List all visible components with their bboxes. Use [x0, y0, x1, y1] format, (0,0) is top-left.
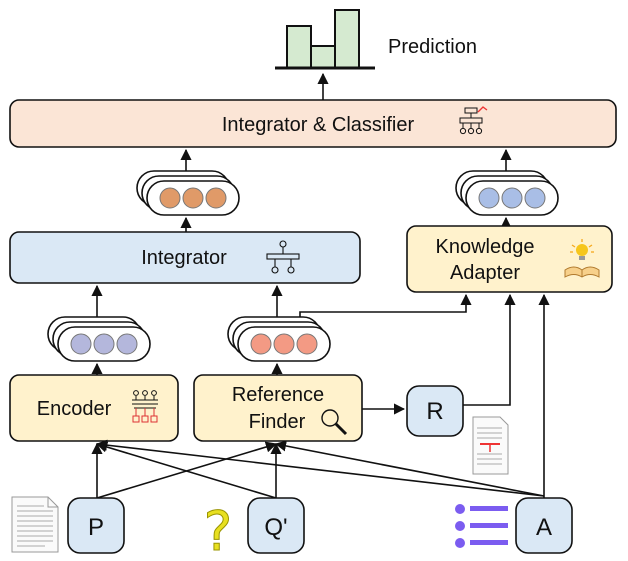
prediction-label: Prediction [388, 36, 477, 58]
encoder-box [9, 374, 179, 442]
book-lightbulb-icon [564, 239, 600, 278]
reference-finder-line2: Finder [249, 411, 306, 433]
reference-finder-line1: Reference [232, 384, 324, 406]
r-label: R [426, 398, 443, 425]
arrow-a-to-finder [274, 440, 545, 497]
a-box [515, 497, 573, 554]
reference-document-icon [472, 416, 509, 475]
q-label: Q' [264, 514, 287, 541]
arrow-salmon-to-adapter [299, 293, 472, 317]
embedding-stack-orange [136, 170, 240, 216]
knowledge-adapter-box [406, 225, 613, 293]
embedding-stack-lavender [47, 316, 151, 362]
p-box [67, 497, 125, 554]
embedding-stack-blue [455, 170, 559, 216]
answer-options-list-icon [455, 504, 508, 548]
q-box [247, 497, 305, 554]
prediction-bar-chart-icon [275, 9, 375, 70]
passage-document-icon [11, 496, 59, 553]
magnifier-icon [321, 409, 348, 436]
arrow-a-to-encoder [95, 439, 545, 497]
encoder-label: Encoder [37, 398, 112, 420]
arrow-q-to-encoder [95, 441, 277, 499]
encoder-network-icon [132, 390, 158, 423]
integrator-label: Integrator [141, 247, 227, 269]
classifier-tree-icon [459, 106, 488, 135]
question-mark-icon: ? [204, 500, 233, 561]
embedding-stack-salmon [227, 316, 331, 362]
p-label: P [88, 514, 104, 541]
knowledge-adapter-line2: Adapter [450, 262, 520, 284]
r-box [406, 385, 464, 437]
a-label: A [536, 514, 552, 541]
integrator-merge-icon [266, 240, 300, 274]
integrator-classifier-label: Integrator & Classifier [222, 114, 415, 136]
knowledge-adapter-line1: Knowledge [436, 236, 535, 258]
arrow-r-to-adapter [463, 293, 516, 406]
